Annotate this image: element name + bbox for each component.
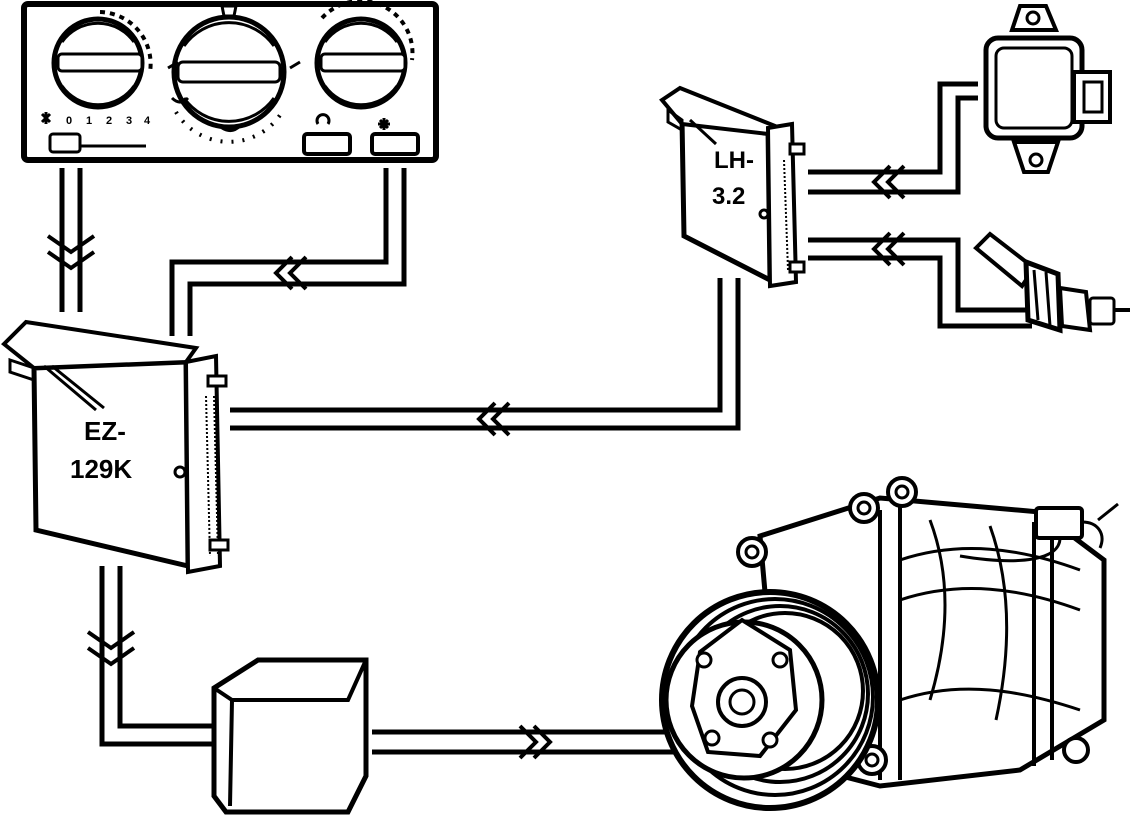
temperature-knob xyxy=(314,0,415,110)
compressor-electrical-connector xyxy=(959,502,1119,563)
lh-module-label: LH- xyxy=(714,147,754,174)
climate-control-panel: 0 1 2 3 4 xyxy=(21,0,439,163)
fan-scale-label: 4 xyxy=(144,115,151,127)
ac-compressor xyxy=(659,476,1119,811)
snowflake-icon xyxy=(378,118,390,130)
path-panel-to-ez-left xyxy=(46,168,96,312)
recirculation-button xyxy=(302,113,352,156)
arrow-left-icon xyxy=(871,231,906,267)
air-distribution-knob xyxy=(167,4,301,144)
arrow-left-icon xyxy=(273,255,308,291)
clutch-pulley xyxy=(659,589,881,811)
lh-module-label: 3.2 xyxy=(712,183,745,210)
recirculation-icon xyxy=(315,113,331,125)
footwell-icon xyxy=(170,96,242,133)
face-vent-icon xyxy=(167,60,301,70)
path-panel-to-ez-right xyxy=(169,168,407,336)
arrow-left-icon xyxy=(476,401,511,437)
signal-paths xyxy=(46,81,1032,760)
fan-scale: 0 1 2 3 4 xyxy=(40,112,151,154)
path-lh-to-ez xyxy=(230,278,741,437)
ez-module-label: 129K xyxy=(70,454,132,484)
path-temp-sensor-to-lh xyxy=(808,231,1032,329)
fan-scale-label: 2 xyxy=(106,115,112,127)
temperature-sensor xyxy=(973,231,1130,334)
arrow-left-icon xyxy=(871,164,906,200)
fan-speed-knob xyxy=(51,10,153,110)
ez-129k-module: EZ- 129K xyxy=(1,319,230,575)
path-ez-to-relay xyxy=(86,566,214,747)
fan-scale-label: 3 xyxy=(126,115,132,127)
path-pressure-sensor-to-lh xyxy=(808,81,978,200)
pressure-sensor xyxy=(983,3,1112,174)
fan-icon xyxy=(40,112,52,124)
lh-3-2-module: LH- 3.2 xyxy=(659,85,806,289)
ac-button xyxy=(370,118,420,156)
arrow-down-icon xyxy=(46,234,96,271)
fan-scale-label: 1 xyxy=(86,115,92,127)
relay xyxy=(211,657,369,815)
ez-module-label: EZ- xyxy=(84,416,126,446)
connector-pins xyxy=(205,395,219,557)
windshield-icon xyxy=(220,4,238,18)
arrow-right-icon xyxy=(518,724,553,760)
mounting-bolts xyxy=(736,476,1090,776)
fan-scale-label: 0 xyxy=(66,115,72,127)
arrow-down-icon xyxy=(86,630,136,667)
path-relay-to-compressor xyxy=(372,724,688,760)
